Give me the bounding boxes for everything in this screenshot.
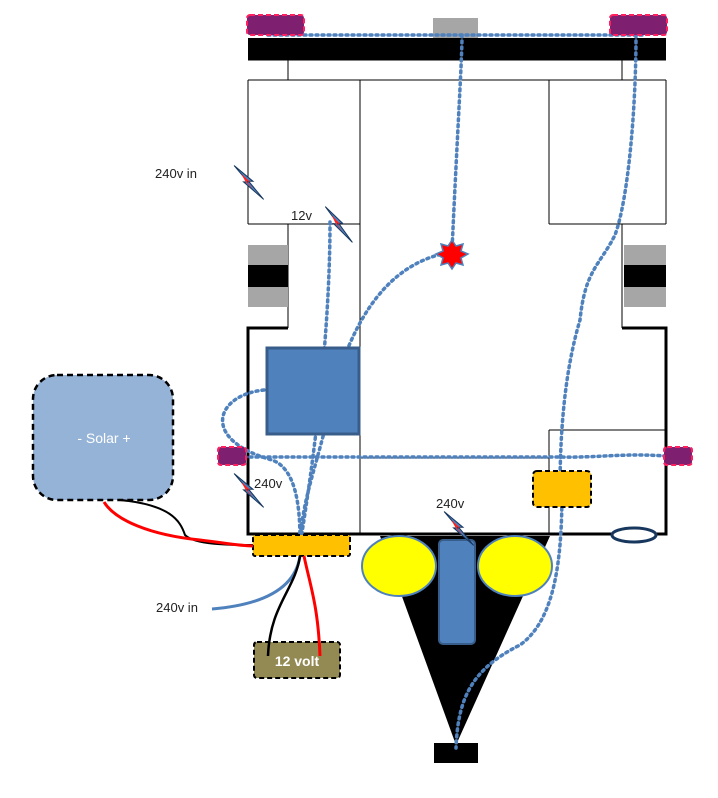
gas-bottle-left — [361, 535, 437, 597]
mains-input-cable — [211, 555, 302, 611]
solar-panel — [31, 373, 175, 502]
lightning-bolt-icon — [233, 165, 265, 200]
side-marker-light-left — [217, 446, 247, 466]
rear-step — [433, 18, 478, 38]
side-marker-light-right — [663, 446, 693, 466]
front-body-outline — [246, 326, 668, 536]
outlet-left-label: 240v — [254, 476, 283, 491]
left-wheel — [248, 245, 288, 307]
water-tank — [438, 539, 476, 645]
battery-cable-positive — [302, 555, 322, 657]
gas-bottle-right — [477, 535, 553, 597]
junction-box-right — [532, 470, 592, 508]
lightning-bolt-icon — [324, 206, 353, 243]
mains-in-bottom-label: 240v in — [156, 600, 198, 615]
fridge-box — [265, 346, 361, 436]
mains-in-top-label: 240v in — [155, 166, 197, 181]
battery-label: 12 volt — [275, 653, 320, 669]
star-light-icon — [434, 238, 470, 271]
lightning-bolt-icon — [443, 511, 475, 546]
twelve-v-label: 12v — [291, 208, 312, 223]
hitch — [434, 743, 478, 763]
tail-light-right — [609, 14, 668, 36]
solar-label: - Solar + — [77, 430, 130, 446]
dotted-wiring — [220, 33, 678, 750]
solar-cable-positive — [102, 501, 254, 548]
right-wheel — [624, 245, 666, 307]
rear-bumper — [248, 38, 666, 60]
tail-light-left — [246, 14, 305, 36]
battery-cable-negative — [266, 555, 302, 657]
lightning-bolt-icon — [233, 473, 265, 508]
outlet-front-label: 240v — [436, 496, 465, 511]
jockey-wheel — [610, 526, 658, 544]
junction-box-front — [252, 534, 351, 557]
